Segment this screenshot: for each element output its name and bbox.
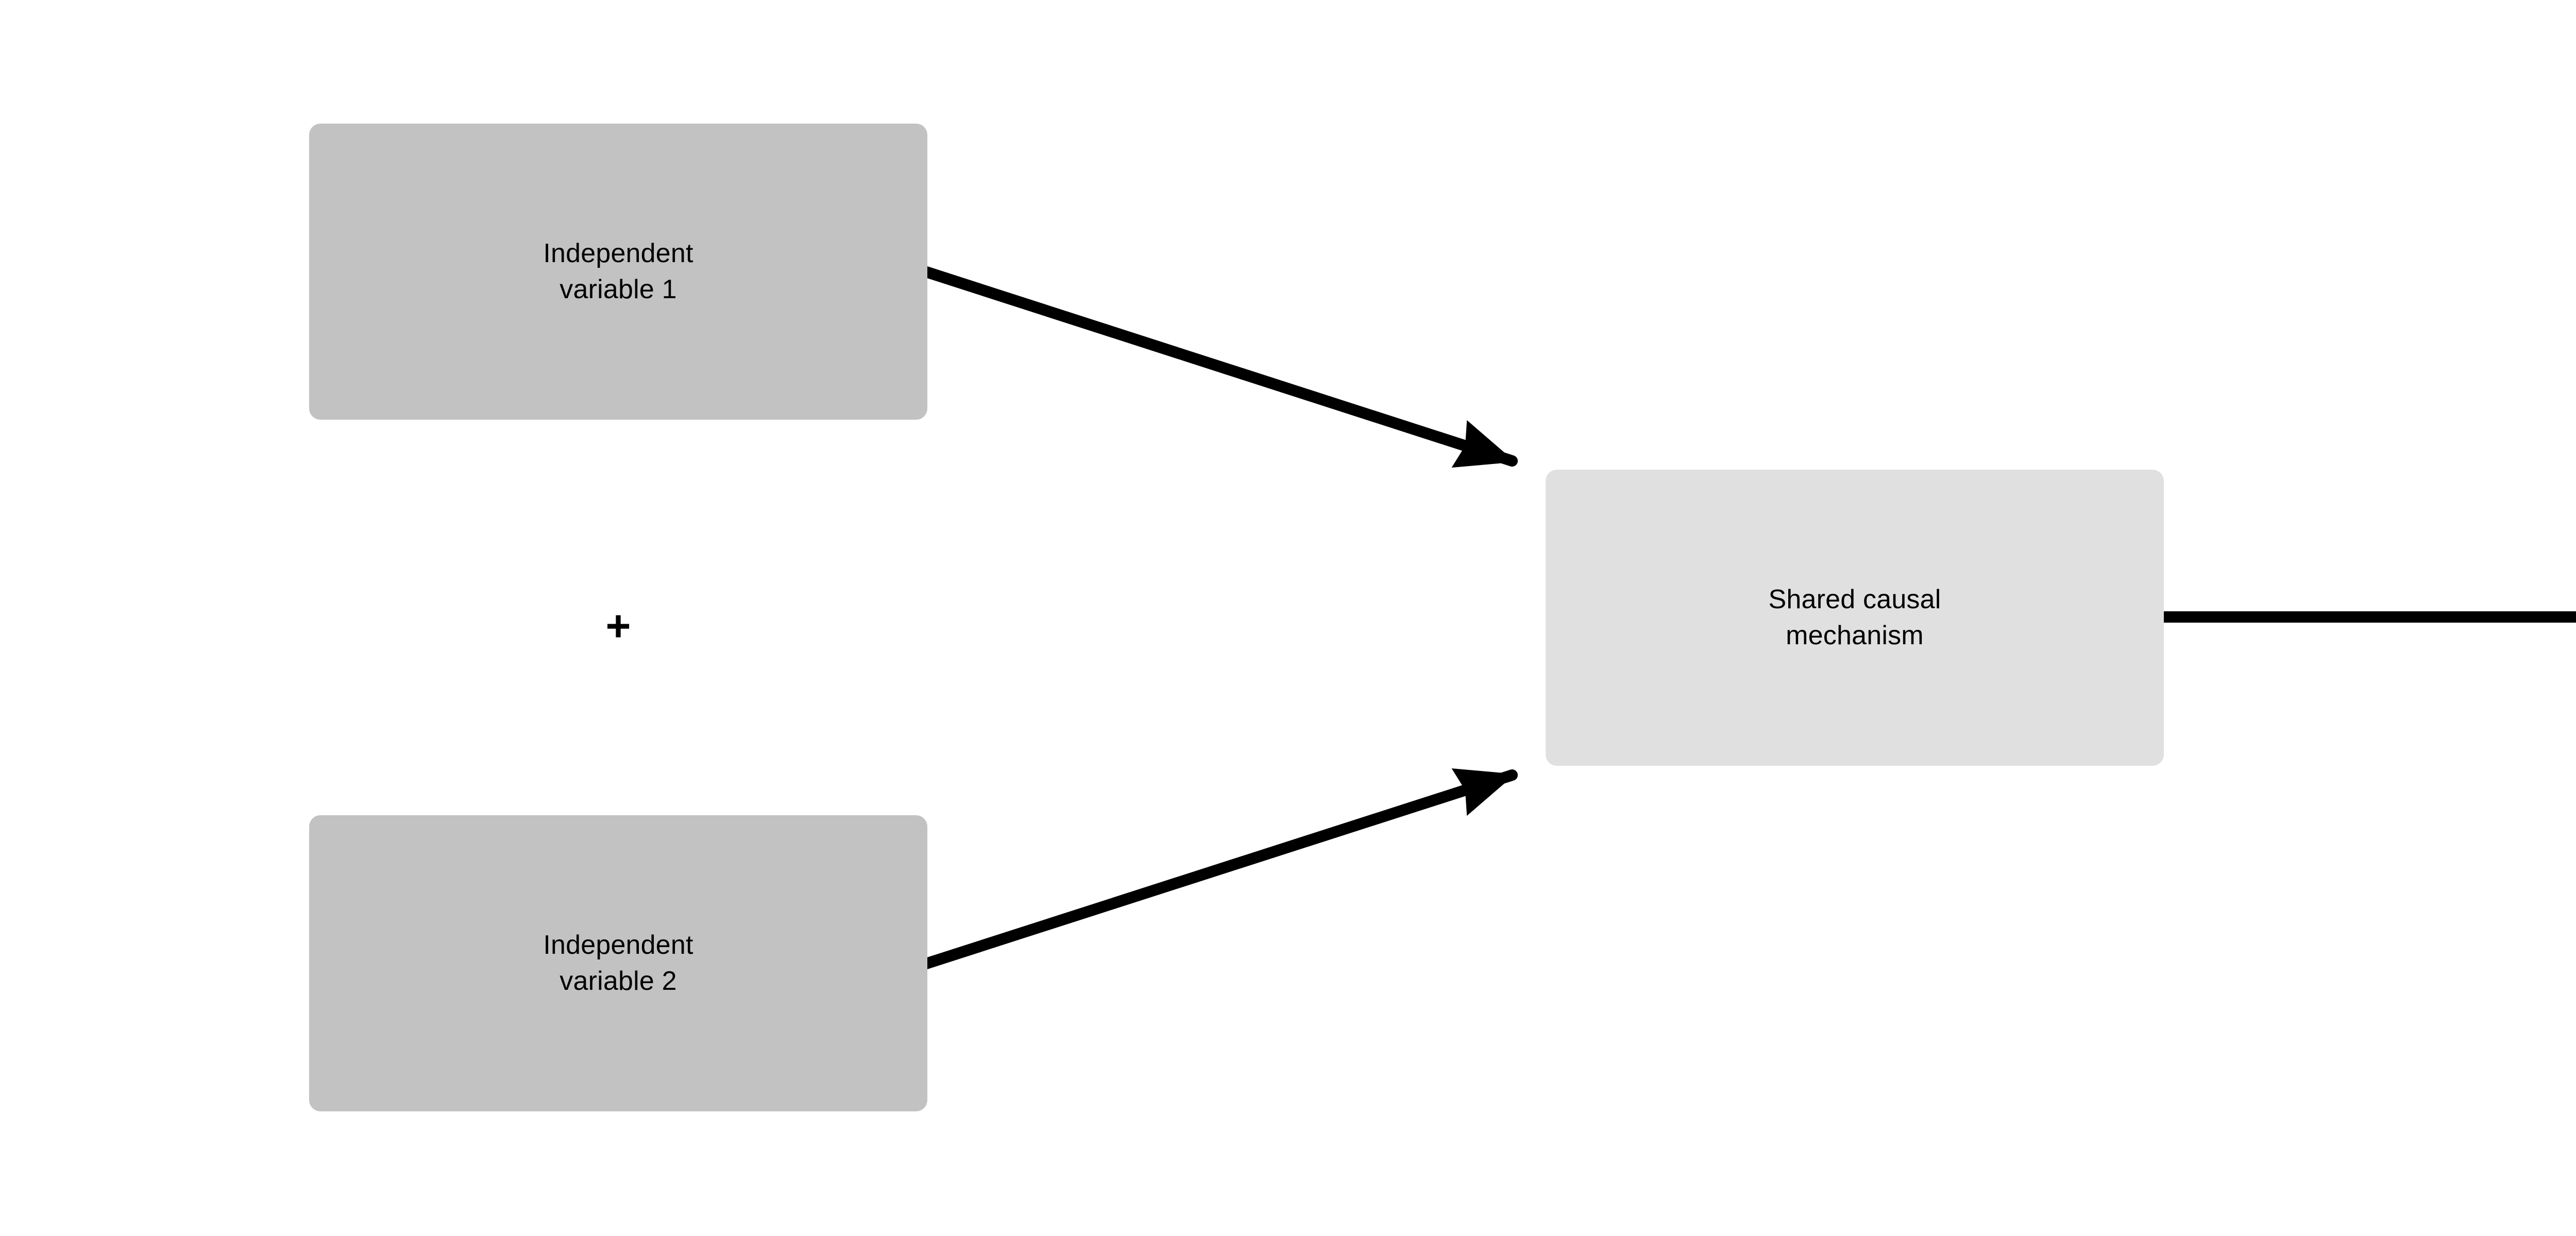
edge-iv2-to-mechanism (919, 768, 1518, 970)
node-independent-variable-1[interactable]: Independent variable 1 (309, 124, 927, 420)
node-shared-causal-mechanism-label: Shared causal mechanism (1768, 585, 1941, 650)
node-independent-variable-2[interactable]: Independent variable 2 (309, 815, 927, 1111)
plus-operator-symbol: + (605, 602, 631, 650)
node-independent-variable-2-label: Independent variable 2 (543, 930, 693, 996)
node-independent-variable-1-label: Independent variable 1 (543, 238, 693, 304)
edge-iv1-to-mechanism (919, 266, 1518, 468)
node-shared-causal-mechanism[interactable]: Shared causal mechanism (1546, 470, 2164, 766)
